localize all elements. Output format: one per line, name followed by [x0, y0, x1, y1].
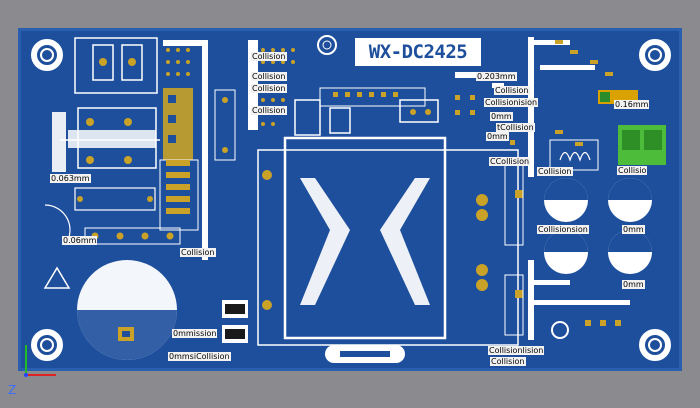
drc-label[interactable]: 0mmission: [172, 329, 218, 338]
drc-label[interactable]: 0mm: [622, 280, 645, 289]
drc-label[interactable]: Collision: [251, 84, 287, 93]
drc-label[interactable]: 0.06mm: [62, 236, 98, 245]
drc-label[interactable]: tCollision: [496, 123, 535, 132]
drc-label[interactable]: 0mmsiCollision: [168, 352, 231, 361]
drc-label[interactable]: 0.16mm: [614, 100, 650, 109]
axis-gizmo: [24, 345, 56, 377]
drc-label[interactable]: Collision: [490, 357, 526, 366]
drc-label[interactable]: Collision: [180, 248, 216, 257]
mounting-hole-bottom-left: [31, 329, 63, 361]
mounting-hole-bottom-right: [639, 329, 671, 361]
drc-label[interactable]: Collisionsion: [537, 225, 589, 234]
drc-label[interactable]: Collisionlision: [488, 346, 545, 355]
choke-outline: [60, 107, 160, 169]
drc-label[interactable]: Collisionision: [484, 98, 539, 107]
board-title: WX-DC2425: [355, 38, 481, 66]
drc-label[interactable]: 0mm: [490, 112, 513, 121]
drc-label[interactable]: 0mm: [622, 225, 645, 234]
drc-label[interactable]: Collision: [251, 72, 287, 81]
mounting-hole-top-right: [639, 39, 671, 71]
fuse-outline: [74, 37, 158, 94]
drc-label[interactable]: Collisio: [617, 166, 648, 175]
mounting-hole-top-left: [31, 39, 63, 71]
drc-label[interactable]: 0.203mm: [476, 72, 517, 81]
axis-z-label: Z: [8, 383, 17, 397]
transformer-outline: [257, 149, 519, 346]
drc-label[interactable]: 0mm: [486, 132, 509, 141]
drc-label[interactable]: Collision: [251, 52, 287, 61]
drc-label[interactable]: Collision: [251, 106, 287, 115]
drc-label[interactable]: Collision: [537, 167, 573, 176]
drc-label[interactable]: Collision: [494, 86, 530, 95]
drc-label[interactable]: 0.063mm: [50, 174, 91, 183]
mounting-hole-center: [40, 48, 54, 62]
drc-label[interactable]: CCollision: [489, 157, 531, 166]
